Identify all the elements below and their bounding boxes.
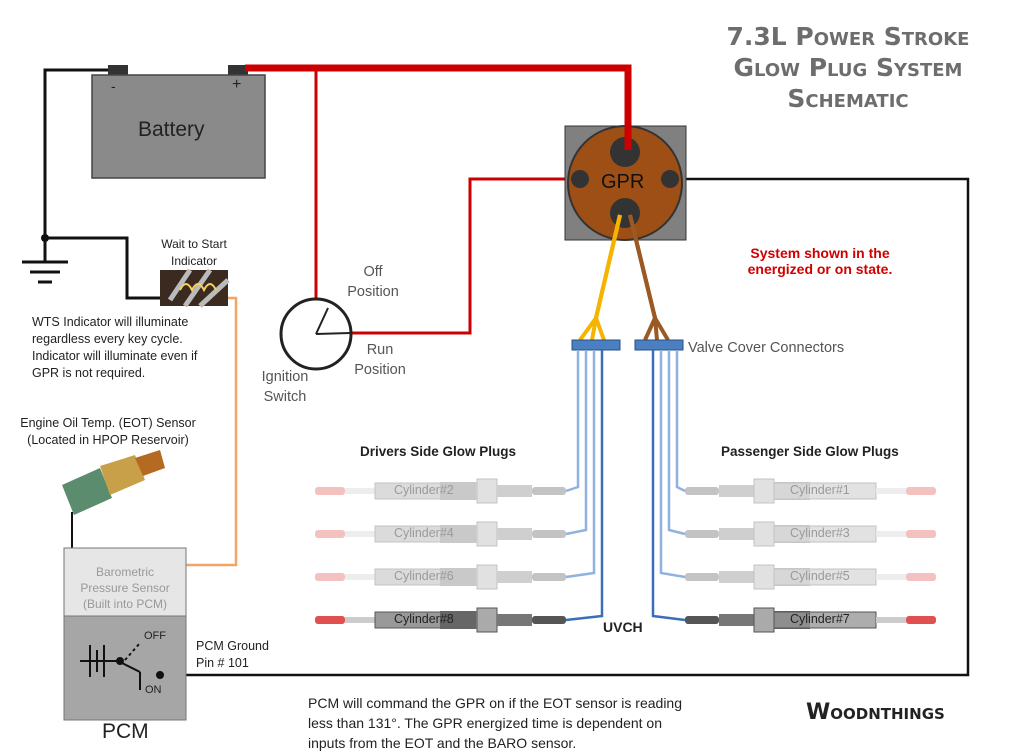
battery (91, 74, 266, 179)
eot-label-line-2: (Located in HPOP Reservoir) (27, 433, 189, 447)
battery-label: Battery (138, 118, 205, 141)
plug-wire (565, 350, 580, 493)
brand-logo: Woodnthings (806, 700, 945, 725)
battery-negative-label: - (111, 78, 116, 94)
valve-cover-connectors-label: Valve Cover Connectors (688, 340, 845, 356)
pcm-ground-line-2: Pin # 101 (196, 656, 249, 670)
ground-symbol (22, 260, 68, 284)
plug-wire (667, 350, 686, 536)
ground-wire (43, 68, 118, 262)
title-line-3: Schematic (787, 84, 909, 113)
gpr-to-pcm-wire (168, 177, 970, 677)
pcm-off-label: OFF (144, 630, 166, 642)
eot-label-line-1: Engine Oil Temp. (EOT) Sensor (20, 416, 196, 430)
passenger-valve-cover-connector (634, 339, 684, 351)
pcm (63, 615, 187, 721)
ignition-text: Ignition (261, 369, 309, 385)
cylinder-label: Cylinder#4 (394, 526, 454, 540)
cylinder-label: Cylinder#5 (790, 569, 850, 583)
cylinder-label: Cylinder#7 (790, 612, 850, 626)
title-line-2: Glow Plug System (733, 53, 963, 82)
wts-note-line: GPR is not required. (32, 366, 146, 380)
wts-ground-wire (45, 236, 162, 300)
battery-positive-terminal (228, 65, 248, 77)
eot-sensor (62, 450, 165, 515)
wts-label-line-1: Wait to Start (161, 237, 227, 251)
baro-line-2: Pressure Sensor (80, 581, 170, 595)
ignition-run-wire (350, 177, 575, 335)
cylinder-label: Cylinder#6 (394, 569, 454, 583)
cylinder-label: Cylinder#8 (394, 612, 454, 626)
glow-plug (315, 607, 566, 633)
pcm-note-line: less than 131°. The GPR energized time i… (308, 715, 663, 731)
glow-plug (315, 478, 566, 504)
battery-negative-terminal (108, 65, 128, 77)
wts-to-pcm-wire (186, 296, 238, 567)
drivers-side-title: Drivers Side Glow Plugs (360, 444, 517, 459)
cylinder-label: Cylinder#1 (790, 483, 850, 497)
state-note: System shown in the energized or on stat… (740, 245, 900, 277)
plug-wire (651, 350, 686, 622)
baro-line-1: Barometric (95, 565, 154, 579)
plug-wire (675, 350, 686, 493)
wts-note-line: WTS Indicator will illuminate (32, 315, 189, 329)
off-text: Off (363, 264, 383, 280)
uvch-label: UVCH (603, 619, 643, 635)
glow-plug (685, 521, 936, 547)
glow-plug (685, 607, 936, 633)
driver-valve-cover-connector (571, 339, 621, 351)
wts-label-line-2: Indicator (170, 254, 218, 268)
passenger-side-title: Passenger Side Glow Plugs (721, 444, 899, 459)
pcm-note-line: inputs from the EOT and the BARO sensor. (308, 735, 577, 751)
battery-positive-label: + (232, 76, 242, 93)
run-position-text: Position (354, 362, 406, 378)
cylinder-label: Cylinder#2 (394, 483, 454, 497)
glow-plug (685, 564, 936, 590)
run-text: Run (366, 342, 394, 358)
pcm-note-line: PCM will command the GPR on if the EOT s… (308, 695, 683, 711)
eot-label: Engine Oil Temp. (EOT) Sensor (Located in… (18, 415, 198, 449)
plug-wire (659, 350, 686, 579)
plug-wire (565, 350, 588, 536)
switch-text: Switch (263, 389, 307, 405)
plug-wire (565, 350, 604, 622)
title-line-1: 7.3L Power Stroke (726, 22, 970, 51)
glow-plug (685, 478, 936, 504)
state-note-line-1: System shown in the (750, 245, 890, 261)
pcm-label: PCM (102, 720, 149, 743)
gpr-label: GPR (601, 171, 645, 193)
wts-note: WTS Indicator will illuminate regardless… (32, 314, 197, 382)
wts-note-line: regardless every key cycle. (32, 332, 183, 346)
pcm-note: PCM will command the GPR on if the EOT s… (308, 693, 682, 753)
state-note-line-2: energized or on state. (747, 261, 893, 277)
cylinder-label: Cylinder#3 (790, 526, 850, 540)
plug-wire (565, 350, 596, 579)
glow-plug (315, 521, 566, 547)
pcm-switch-symbol (80, 642, 164, 690)
glow-plug (315, 564, 566, 590)
baro-line-3: (Built into PCM) (82, 597, 168, 611)
off-position-text: Position (347, 284, 399, 300)
pcm-ground-line-1: PCM Ground (196, 639, 269, 653)
wts-note-line: Indicator will illuminate even if (32, 349, 198, 363)
pcm-on-label: ON (145, 684, 162, 696)
